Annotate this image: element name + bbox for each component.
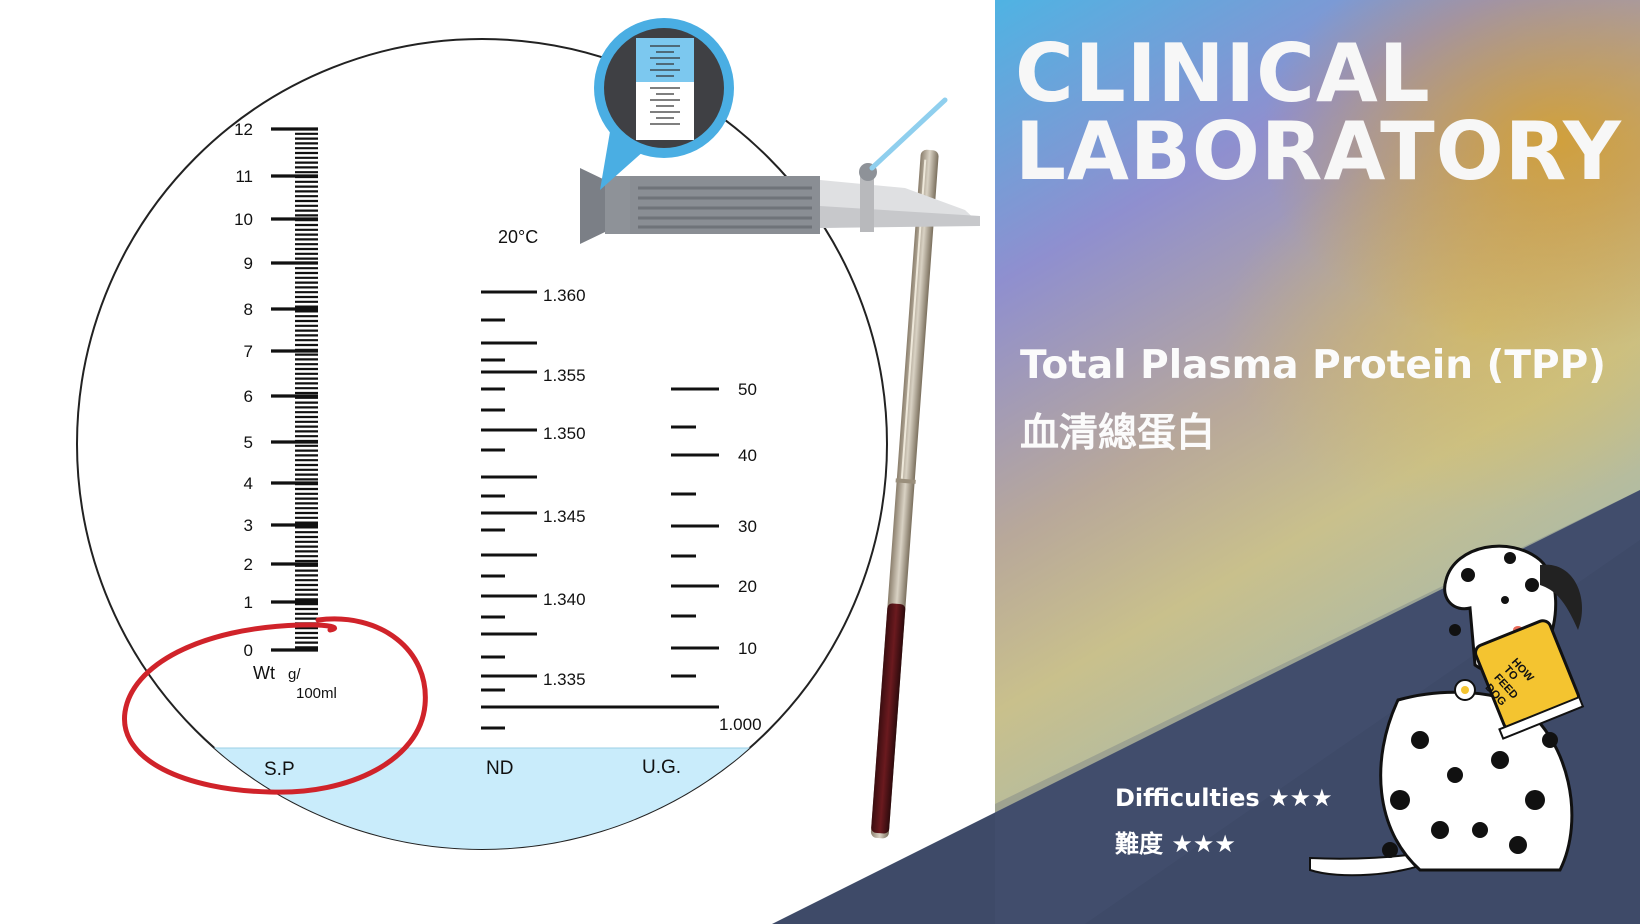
- nd-tick-label: 1.345: [543, 507, 586, 526]
- sp-tick-label: 3: [244, 516, 253, 535]
- sp-tick-label: 9: [244, 254, 253, 273]
- nd-tick-label: 1.350: [543, 424, 586, 443]
- sp-tick-label: 11: [235, 167, 253, 186]
- annotation-circle: [122, 616, 428, 795]
- sp-tick-label: 5: [244, 433, 253, 452]
- column-label-ug: U.G.: [642, 757, 681, 778]
- temperature-label: 20°C: [498, 227, 538, 247]
- ug-tick-label: 1.000: [719, 715, 762, 734]
- sp-unit-wt: Wt: [253, 663, 275, 683]
- nd-tick-label: 1.360: [543, 286, 586, 305]
- column-label-nd: ND: [486, 758, 513, 779]
- sp-tick-label: 2: [244, 555, 253, 574]
- ug-tick-label: 10: [738, 639, 757, 658]
- sp-tick-label: 6: [244, 387, 253, 406]
- difficulty-chinese: 難度 ★★★: [1115, 830, 1236, 858]
- nd-scale: 1.360 1.355 1.350 1.345 1.340 1.335: [481, 286, 719, 730]
- sp-unit-g: g/: [288, 666, 301, 683]
- sp-tick-label: 8: [244, 300, 253, 319]
- nd-tick-label: 1.335: [543, 670, 586, 689]
- sp-tick-label: 4: [244, 474, 253, 493]
- sp-tick-label: 10: [234, 210, 253, 229]
- ug-tick-label: 20: [738, 577, 757, 596]
- subtitle-chinese: 血清總蛋白: [1020, 411, 1216, 456]
- subtitle-english: Total Plasma Protein (TPP): [1020, 343, 1606, 388]
- ug-tick-label: 40: [738, 446, 757, 465]
- sp-tick-label: 12: [234, 120, 253, 139]
- sp-tick-label: 1: [244, 593, 253, 612]
- ug-scale: 50 40 30 20 10 1.000: [671, 380, 762, 734]
- column-label-sp: S.P: [264, 759, 295, 780]
- difficulty-english: Difficulties ★★★: [1115, 784, 1333, 812]
- sp-tick-label: 7: [244, 342, 253, 361]
- dalmatian-dog-illustration: HOW TO FEED DOG: [1309, 544, 1585, 877]
- ug-tick-label: 30: [738, 517, 757, 536]
- sp-tick-label: 0: [244, 641, 253, 660]
- refractometer-icon: [580, 18, 980, 244]
- title-line-1: CLINICAL: [1015, 27, 1431, 120]
- title-line-2: LABORATORY: [1015, 105, 1622, 198]
- ug-tick-label: 50: [738, 380, 757, 399]
- nd-tick-label: 1.340: [543, 590, 586, 609]
- sp-unit-ml: 100ml: [296, 685, 337, 702]
- nd-tick-label: 1.355: [543, 366, 586, 385]
